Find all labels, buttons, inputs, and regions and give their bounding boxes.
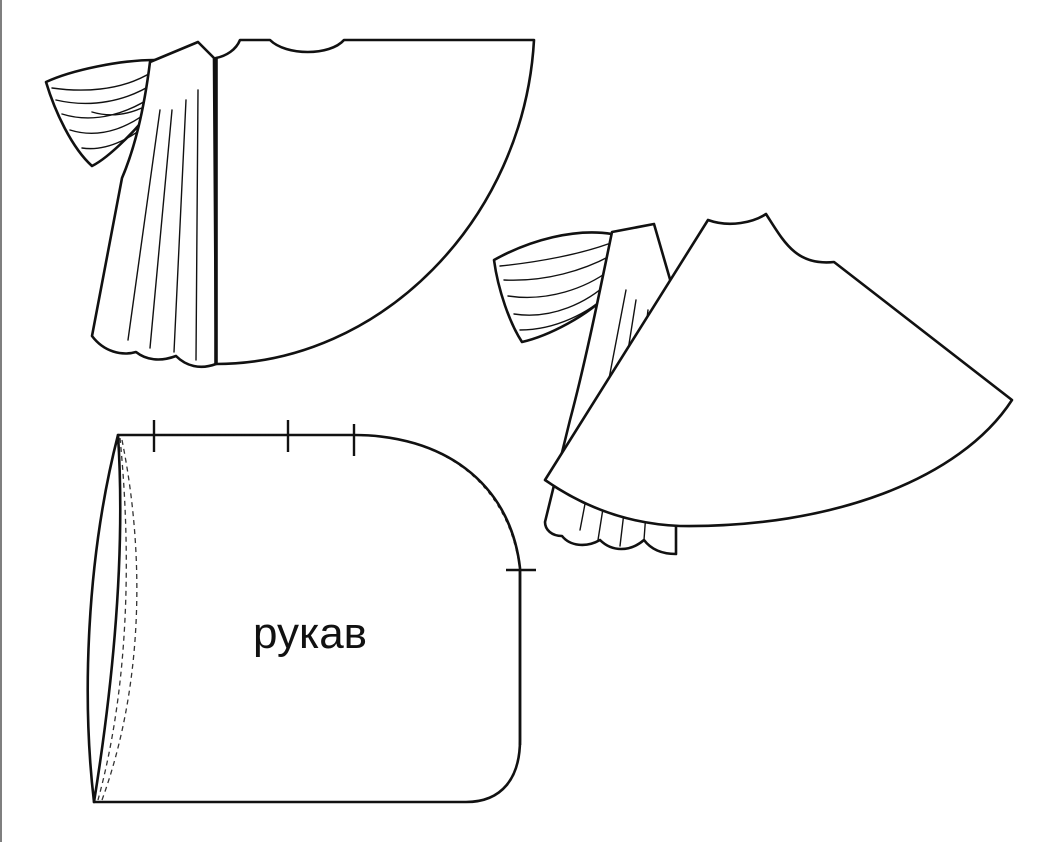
cape-front-view [44,38,536,369]
cape-front-body [214,38,536,366]
sleeve-label: рукав [253,609,368,658]
sleeve-edge-dashed-2 [101,439,138,801]
sleeve-pattern-piece [86,420,536,804]
sleeve-cap-dotted-line [153,434,521,569]
cape-front-ruffle [90,40,218,369]
sleeve-edge-outer [86,433,122,804]
notch-marks [152,420,536,572]
sleeve-edge-dashed-1 [97,437,127,801]
cape-back-body [543,212,1014,528]
cape-back-view [492,212,1014,556]
